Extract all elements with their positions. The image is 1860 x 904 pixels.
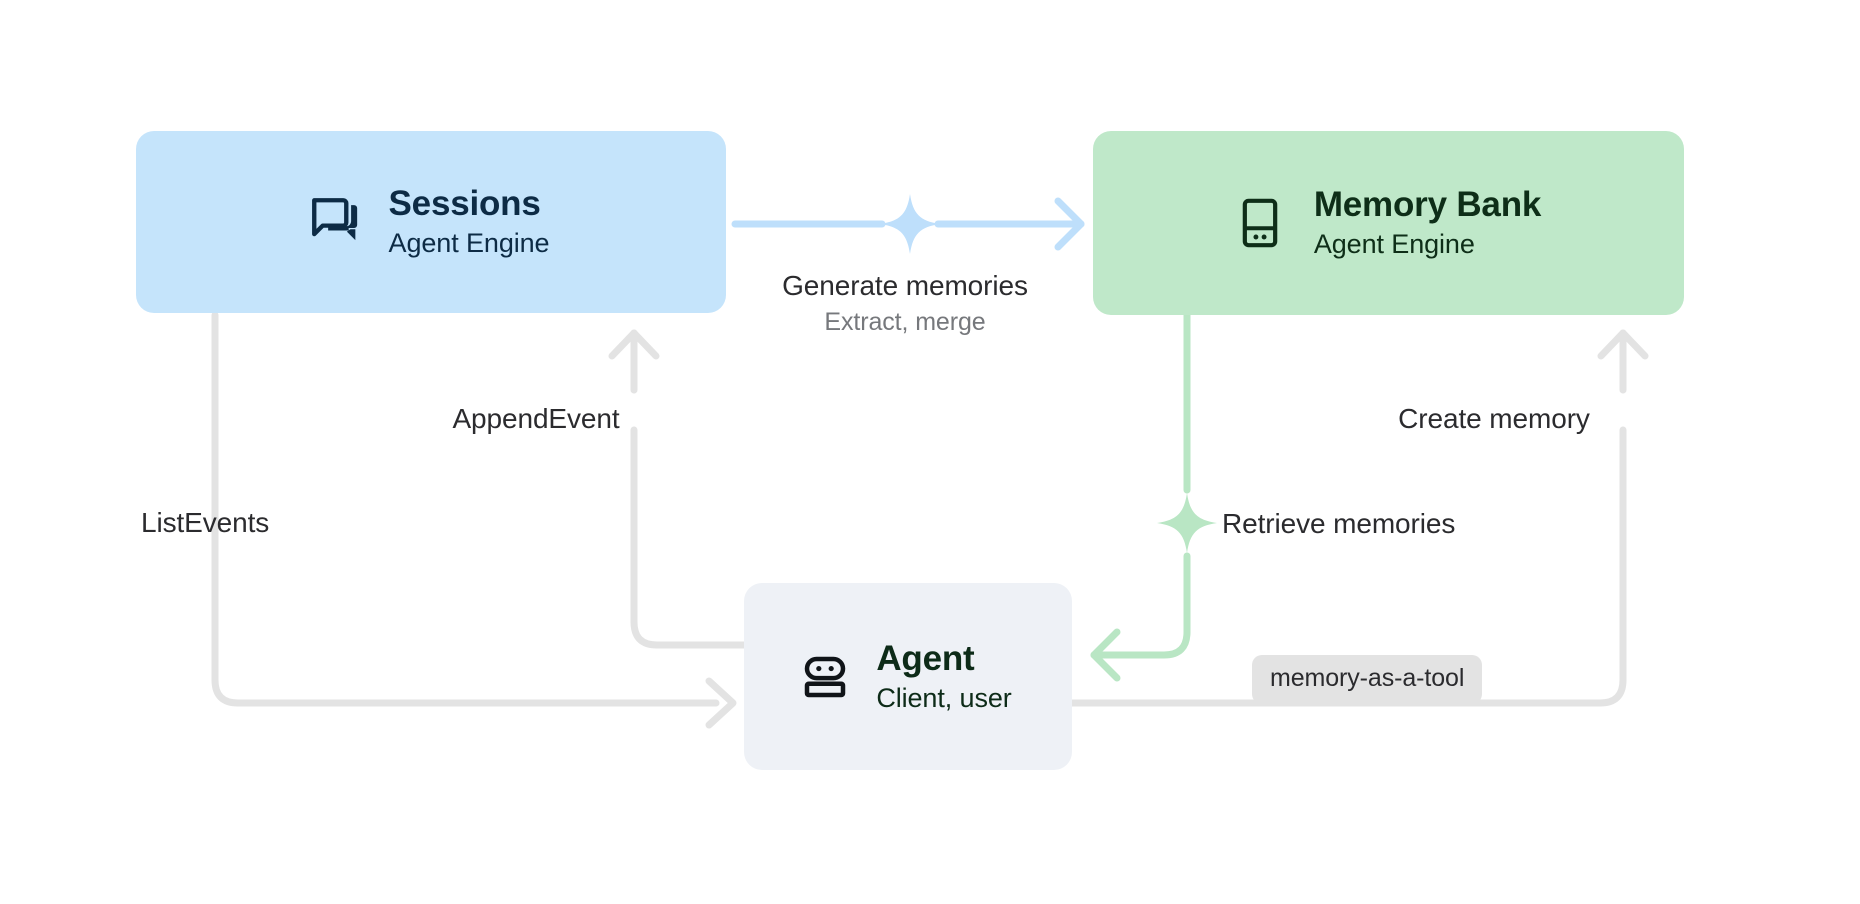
edge-generate-arrowhead <box>1054 197 1085 251</box>
sparkle-icon <box>1157 493 1217 553</box>
database-storage-icon <box>1242 198 1278 248</box>
memory-as-a-tool-badge: memory-as-a-tool <box>1252 655 1483 704</box>
edge-list-events-line <box>211 311 720 707</box>
edge-list-events <box>211 311 737 729</box>
edge-append-event-line-lower <box>630 426 748 649</box>
edge-create-memory <box>1068 329 1649 707</box>
robot-head-icon <box>805 656 846 697</box>
edge-generate-memories <box>731 194 1085 254</box>
edge-create-memory-line-lower <box>1068 426 1627 707</box>
sparkle-icon <box>880 194 940 254</box>
edge-retrieve-arrowhead <box>1090 628 1121 682</box>
chat-bubbles-icon <box>311 198 357 241</box>
node-memory-bank-title: Memory Bank <box>1313 185 1542 225</box>
edge-append-event <box>608 329 748 649</box>
edge-label-append-event: AppendEvent <box>452 403 620 434</box>
node-memory-bank[interactable]: Memory Bank Agent Engine <box>1093 131 1684 315</box>
edge-label-retrieve-memories: Retrieve memories <box>1222 508 1456 539</box>
node-agent-title: Agent <box>876 638 975 678</box>
edge-append-event-arrowhead <box>608 329 660 360</box>
node-sessions[interactable]: Sessions Agent Engine <box>136 131 726 313</box>
edge-retrieve-memories <box>1090 311 1217 682</box>
edge-retrieve-line-lower <box>1090 552 1191 659</box>
node-memory-bank-subtitle: Agent Engine <box>1313 229 1475 260</box>
edge-label-list-events: ListEvents <box>141 507 270 538</box>
node-agent-subtitle: Client, user <box>876 682 1012 713</box>
edge-sublabel-generate-memories: Extract, merge <box>824 308 986 336</box>
edge-create-memory-arrowhead <box>1597 329 1649 360</box>
node-agent[interactable]: Agent Client, user <box>744 583 1072 770</box>
edge-label-create-memory: Create memory <box>1398 403 1590 434</box>
edge-list-events-arrowhead <box>705 677 737 729</box>
node-sessions-title: Sessions <box>388 184 541 224</box>
node-sessions-subtitle: Agent Engine <box>388 228 550 259</box>
edge-label-generate-memories: Generate memories <box>782 270 1028 301</box>
